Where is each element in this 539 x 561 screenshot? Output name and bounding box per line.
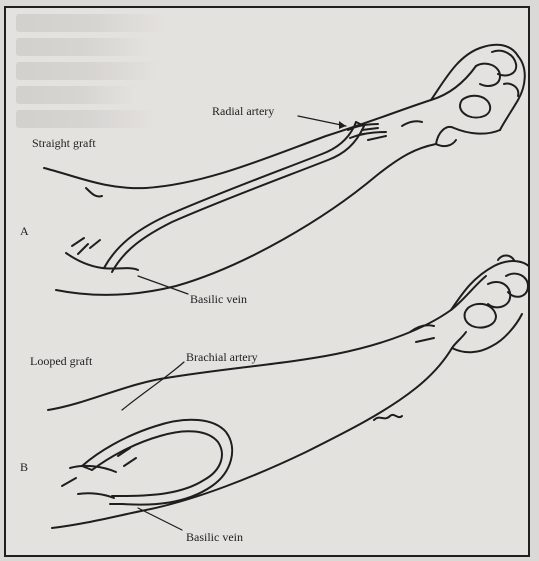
radial-artery-label: Radial artery — [212, 104, 274, 118]
straight-graft-tube — [104, 122, 364, 272]
straight-graft-label: Straight graft — [32, 136, 96, 150]
arm-illustrations — [6, 8, 530, 557]
basilic-vein-b-leader — [138, 508, 182, 530]
forearm-b — [48, 256, 530, 529]
brachial-artery-label: Brachial artery — [186, 350, 258, 364]
basilic-vein-b-label: Basilic vein — [186, 530, 243, 544]
panel-a-letter: A — [20, 224, 29, 238]
panel-b-letter: B — [20, 460, 28, 474]
figure-frame: Straight graft Radial artery A Basilic v… — [4, 6, 530, 557]
forearm-a — [44, 45, 525, 295]
basilic-vein-a-label: Basilic vein — [190, 292, 247, 306]
radial-artery-leader — [298, 116, 346, 126]
looped-graft-label: Looped graft — [30, 354, 92, 368]
